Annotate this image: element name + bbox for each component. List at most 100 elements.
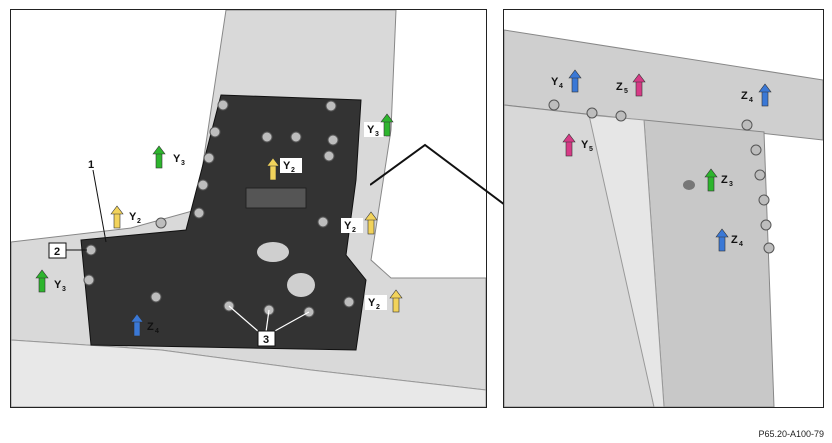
callout-1: 1 <box>88 159 107 243</box>
rivet-dot <box>325 100 337 112</box>
rivet-pin-head-icon <box>758 83 772 93</box>
opening-hole <box>683 180 695 190</box>
rivet-label-sub: 5 <box>589 146 593 153</box>
rivet-label-letter: Y <box>344 220 352 232</box>
rivet-dot <box>323 150 335 162</box>
callout-2-label: 2 <box>54 246 60 258</box>
rivet-pin-head-icon <box>380 113 394 123</box>
rivet-label-letter: Z <box>616 81 623 93</box>
rivet-dot <box>203 152 215 164</box>
callout-3: 3 <box>228 305 310 347</box>
rivet-pin-head-icon <box>110 205 124 215</box>
rivet-pin-icon <box>155 151 163 169</box>
rivet-pin-head-icon <box>152 145 166 155</box>
rivet-points <box>83 99 355 318</box>
rivet-pin-head-icon <box>266 157 280 167</box>
rivet-label-sub: 2 <box>352 227 356 234</box>
detail-connector <box>370 143 505 206</box>
rivet-label-sub: 4 <box>749 97 753 104</box>
rivet-dot <box>317 216 329 228</box>
rivet-label-letter: Y <box>367 124 375 136</box>
rivet-pin-icon <box>718 234 726 252</box>
rivet-label-sub: 4 <box>739 241 743 248</box>
callout-2: 2 <box>48 242 87 259</box>
sill-panel <box>11 339 486 407</box>
rivet-label-letter: Y <box>129 211 137 223</box>
rivet-label-letter: Y <box>173 153 181 165</box>
rivet-label-sub: 3 <box>181 160 185 167</box>
rivet-pin-icon <box>761 89 769 107</box>
rivet-dot <box>741 119 753 131</box>
rivet-dot <box>217 99 229 111</box>
rivet-pin-head-icon <box>632 73 646 83</box>
opening-hole <box>257 242 289 262</box>
label-box <box>280 158 302 173</box>
rivet-dot <box>343 296 355 308</box>
rivet-label-letter: Y <box>283 160 291 172</box>
rivet-pin-icon <box>38 275 46 293</box>
rivet-dot <box>750 144 762 156</box>
opening-hole <box>287 273 315 297</box>
rivet-pin-head-icon <box>35 269 49 279</box>
rivet-label-sub: 3 <box>729 181 733 188</box>
rivet-pin-head-icon <box>562 133 576 143</box>
rivet-label-sub: 4 <box>559 83 563 90</box>
reference-code: P65.20-A100-79 <box>758 429 824 439</box>
label-box <box>341 218 363 233</box>
rivet-label-letter: Y <box>368 297 376 309</box>
rivet-dot <box>83 274 95 286</box>
rivet-pin-icon <box>113 211 121 229</box>
rivet-pin-head-icon <box>704 168 718 178</box>
label-box <box>365 295 387 310</box>
slot-opening <box>245 187 307 209</box>
rivet-dot <box>754 169 766 181</box>
rivet-dot <box>261 131 273 143</box>
rivet-dot <box>327 134 339 146</box>
b-pillar <box>643 119 775 407</box>
rivet-pin-head-icon <box>568 69 582 79</box>
rivet-label-sub: 3 <box>62 286 66 293</box>
rivet-dot <box>290 131 302 143</box>
rivet-dot <box>193 207 205 219</box>
rivet-label-sub: 3 <box>375 131 379 138</box>
rivet-dot <box>586 107 598 119</box>
rivet-pin-icon <box>269 163 277 181</box>
rivet-pin-head-icon <box>130 313 144 323</box>
rivet-label-sub: 4 <box>155 328 159 335</box>
rivet-dot <box>548 99 560 111</box>
rivet-pin-icon <box>635 79 643 97</box>
rivet-dot <box>209 126 221 138</box>
label-box <box>364 122 386 137</box>
rivet-pin-icon <box>571 75 579 93</box>
rivet-pin-icon <box>707 174 715 192</box>
callout-1-label: 1 <box>88 159 94 171</box>
rivet-label-letter: Y <box>54 279 62 291</box>
rivet-points <box>548 99 775 254</box>
rivet-pin-icon <box>565 139 573 157</box>
rivet-dot <box>85 244 97 256</box>
rivet-pin-icon <box>392 295 400 313</box>
rivet-label-letter: Y <box>581 139 589 151</box>
rivet-dot <box>760 219 772 231</box>
rivet-label-letter: Z <box>721 174 728 186</box>
callout-3-label: 3 <box>263 334 269 346</box>
rivet-pin-icon <box>133 319 141 337</box>
rivet-dot <box>150 291 162 303</box>
rivet-label-sub: 2 <box>376 304 380 311</box>
